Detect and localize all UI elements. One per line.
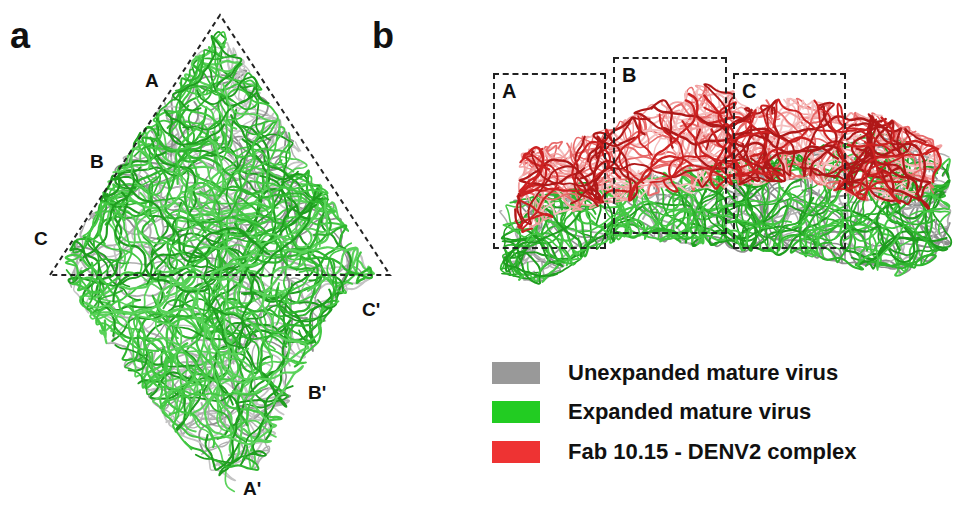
green-ribbon <box>911 211 950 234</box>
green-ribbon <box>276 217 321 313</box>
dashed-region-box: B <box>613 57 727 234</box>
dark-red-ribbon <box>634 100 677 147</box>
dashed-region-box: C <box>733 73 846 249</box>
green-ribbon <box>81 174 135 261</box>
green-ribbon <box>223 84 280 133</box>
green-ribbon <box>239 184 319 349</box>
dark-red-ribbon <box>848 118 894 147</box>
dark-red-ribbon <box>532 151 621 186</box>
dark-red-ribbon <box>518 166 574 224</box>
panel-letter: b <box>372 18 394 54</box>
legend-text: Unexpanded mature virus <box>568 361 838 385</box>
green-ribbon <box>160 371 261 408</box>
dark-red-ribbon <box>674 121 732 184</box>
green-ribbon <box>265 269 314 440</box>
dark-red-ribbon <box>811 106 837 175</box>
green-ribbon <box>165 110 225 145</box>
dark-red-ribbon <box>856 142 903 203</box>
green-ribbon <box>280 283 332 321</box>
dashed-triangle <box>50 15 390 275</box>
green-ribbon <box>251 181 328 207</box>
green-ribbon <box>190 334 253 415</box>
green-ribbon <box>128 306 191 417</box>
green-ribbon <box>113 228 269 301</box>
edge-label: C <box>32 228 50 249</box>
green-ribbon <box>165 358 215 447</box>
green-ribbon <box>191 295 303 404</box>
edge-label: A <box>143 70 161 91</box>
green-ribbon <box>194 251 251 348</box>
legend-swatch <box>492 362 540 384</box>
legend-text: Expanded mature virus <box>568 400 811 424</box>
green-ribbon <box>83 184 165 273</box>
edge-label: B' <box>306 382 328 403</box>
green-ribbon <box>184 167 206 232</box>
green-ribbon <box>206 371 240 470</box>
dark-red-ribbon <box>663 156 762 191</box>
green-ribbon <box>102 201 185 254</box>
edge-label: B <box>88 151 106 172</box>
panel-letter: a <box>10 18 30 54</box>
dark-red-ribbon <box>619 116 651 183</box>
green-ribbon <box>104 152 166 196</box>
green-ribbon <box>233 335 308 394</box>
dark-red-ribbon <box>814 100 868 190</box>
dark-red-ribbon <box>629 100 695 200</box>
dark-red-ribbon <box>571 164 719 203</box>
region-letter: C <box>741 81 757 101</box>
green-ribbon <box>96 211 132 270</box>
legend-text: Fab 10.15 - DENV2 complex <box>568 440 857 464</box>
green-ribbon <box>183 77 269 130</box>
legend-swatch <box>492 401 540 423</box>
ribbon-model-top-view <box>66 32 374 492</box>
dashed-region-box: A <box>493 73 606 249</box>
green-ribbon <box>263 247 357 327</box>
legend-swatch <box>492 441 540 463</box>
region-letter: B <box>621 65 637 85</box>
green-ribbon <box>176 121 204 184</box>
region-letter: A <box>501 81 517 101</box>
edge-label: C' <box>360 299 382 320</box>
dark-red-ribbon <box>587 137 602 202</box>
green-ribbon <box>184 204 271 268</box>
green-ribbon <box>173 36 242 111</box>
edge-label: A' <box>241 478 263 499</box>
dark-red-ribbon <box>802 103 843 176</box>
